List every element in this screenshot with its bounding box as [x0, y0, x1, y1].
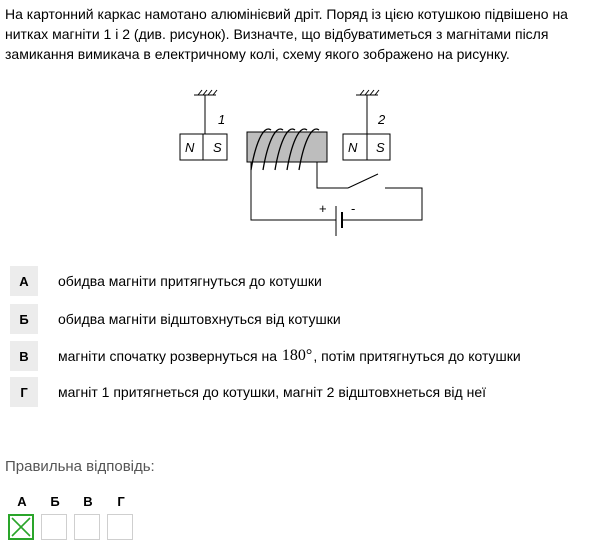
battery-plus-label: + [319, 201, 327, 216]
answer-letter-a: А [17, 494, 27, 509]
ceiling-mount-2 [356, 89, 380, 134]
answer-letter-d: Г [117, 494, 125, 509]
magnet2-south-label: S [376, 140, 385, 155]
switch [347, 173, 379, 189]
option-a[interactable]: А обидва магніти притягнуться до котушки [10, 266, 590, 296]
option-c-text-before: магніти спочатку розвернуться на [58, 348, 281, 364]
answer-letter-b: Б [50, 494, 60, 509]
option-d-letter: Г [10, 377, 38, 407]
option-c-angle: 180° [281, 347, 313, 364]
option-b[interactable]: Б обидва магніти відштовхнуться від коту… [10, 304, 590, 334]
battery [335, 206, 343, 236]
option-c-letter: В [10, 341, 38, 371]
answer-checkbox-a[interactable] [8, 514, 34, 540]
answer-checkbox-d[interactable] [107, 514, 133, 540]
circuit-diagram: 1 N S 2 N S + - [179, 89, 423, 236]
option-c[interactable]: В магніти спочатку розвернуться на 180° … [10, 341, 590, 371]
magnet1-north-label: N [185, 140, 195, 155]
battery-minus-label: - [351, 201, 355, 216]
magnet-1: N S [179, 133, 228, 161]
magnet2-north-label: N [348, 140, 358, 155]
option-d[interactable]: Г магніт 1 притягнеться до котушки, магн… [10, 377, 590, 407]
option-a-text: обидва магніти притягнуться до котушки [58, 273, 322, 289]
option-b-text: обидва магніти відштовхнуться від котушк… [58, 311, 341, 327]
answer-checkbox-c[interactable] [74, 514, 100, 540]
magnet1-number: 1 [218, 112, 225, 127]
answer-letter-c: В [83, 494, 93, 509]
magnet1-south-label: S [213, 140, 222, 155]
coil [246, 128, 328, 171]
correct-answer-label: Правильна відповідь: [5, 458, 155, 475]
option-c-text: магніти спочатку розвернуться на 180° , … [58, 341, 521, 371]
magnet-2: N S [342, 133, 391, 161]
ceiling-mount-1 [194, 89, 218, 134]
option-b-letter: Б [10, 304, 38, 334]
option-a-letter: А [10, 266, 38, 296]
circuit-wires [250, 162, 423, 221]
option-d-text: магніт 1 притягнеться до котушки, магніт… [58, 384, 486, 400]
check-cross-icon [11, 517, 31, 537]
answer-checkbox-b[interactable] [41, 514, 67, 540]
option-c-text-after: , потім притягнуться до котушки [313, 348, 521, 364]
magnet2-number: 2 [377, 112, 386, 127]
question-text: На картонний каркас намотано алюмінієвий… [5, 6, 568, 62]
